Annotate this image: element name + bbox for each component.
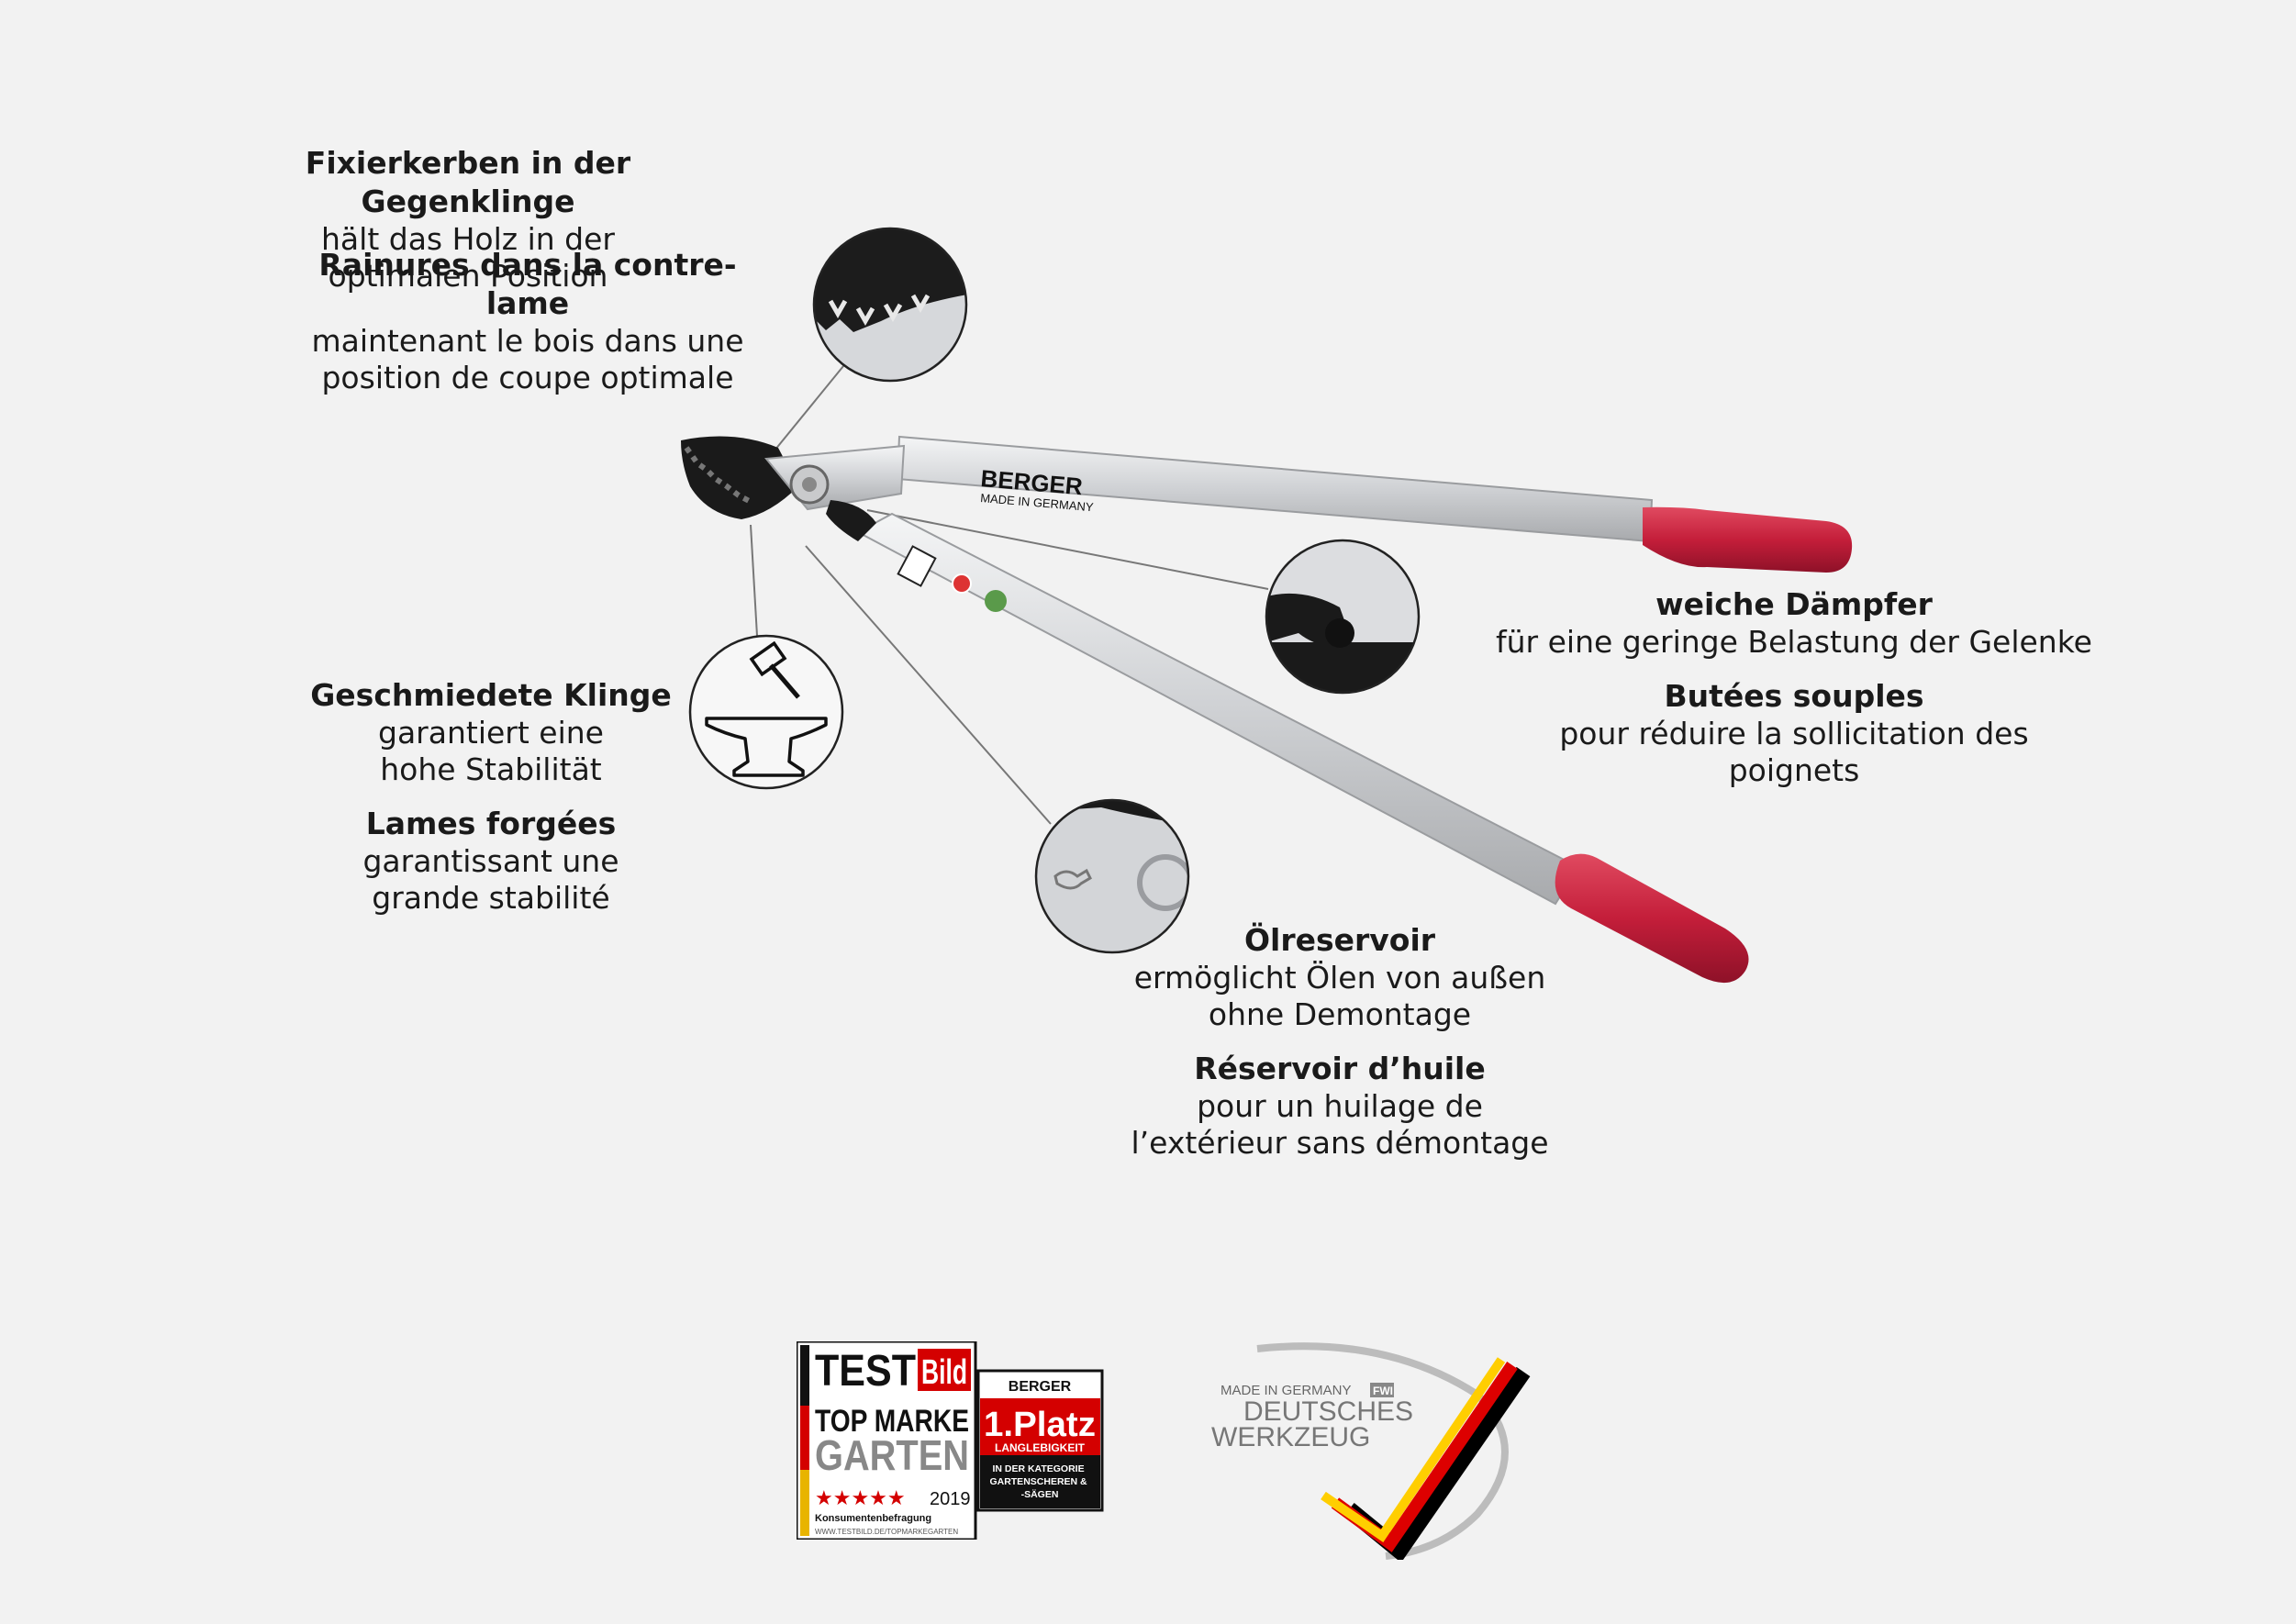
svg-text:BERGER: BERGER — [1009, 1379, 1072, 1395]
svg-text:WWW.TESTBILD.DE/TOPMARKEGARTEN: WWW.TESTBILD.DE/TOPMARKEGARTEN — [815, 1528, 958, 1536]
svg-text:1.Platz: 1.Platz — [984, 1406, 1096, 1444]
svg-text:LANGLEBIGKEIT: LANGLEBIGKEIT — [995, 1441, 1086, 1454]
svg-text:TEST: TEST — [815, 1347, 916, 1396]
testbild-note-line3: -SÄGEN — [1021, 1488, 1059, 1500]
feature-forged-desc-fr: garantissant une grande stabilité — [362, 843, 619, 916]
feature-notches-title-de: Fixierkerben in der Gegenklinge — [305, 145, 631, 219]
feature-dampers-desc-de: für eine geringe Belastung der Gelenke — [1496, 624, 2092, 660]
svg-text:IN DER KATEGORIE GARTENS: IN DER KATEGORIE GARTENSCHEREN & -SÄGEN — [989, 1463, 1089, 1500]
feature-notches-fr: Rainures dans la contre-lame maintenant … — [303, 246, 752, 396]
feature-oil-desc-de: ermöglicht Ölen von außen ohne Demontage — [1133, 960, 1546, 1032]
feature-dampers-title-de: weiche Dämpfer — [1655, 586, 1933, 622]
feature-oil-desc-fr: pour un huilage de l’extérieur sans démo… — [1131, 1088, 1549, 1161]
testbild-note-line2: GARTENSCHEREN & — [989, 1476, 1087, 1487]
testbild-note-line1: IN DER KATEGORIE — [992, 1463, 1084, 1474]
svg-text:GARTEN: GARTEN — [815, 1431, 969, 1479]
svg-text:DEUTSCHES: DEUTSCHES — [1243, 1396, 1413, 1427]
cutting-head — [681, 436, 906, 541]
feature-forged-desc-de: garantiert eine hohe Stabilität — [378, 715, 604, 787]
svg-text:MADE IN GERMANY: MADE IN GERMANY — [1220, 1383, 1352, 1398]
feature-dampers-desc-fr: pour réduire la sollicitation des poigne… — [1559, 716, 2029, 788]
svg-text:Konsumentenbefragung: Konsumentenbefragung — [815, 1513, 931, 1524]
feature-oil-title-fr: Réservoir d’huile — [1194, 1051, 1486, 1086]
svg-text:FWI: FWI — [1373, 1385, 1393, 1397]
svg-text:★★★★★: ★★★★★ — [815, 1487, 906, 1510]
anvil-icon — [688, 634, 844, 790]
feature-dampers: weiche Dämpfer für eine geringe Belastun… — [1491, 585, 2097, 789]
feature-oil: Ölreservoir ermöglicht Ölen von außen oh… — [1120, 921, 1560, 1162]
feature-notches-desc-de: hält das Holz in der optimalen Position — [321, 221, 615, 294]
feature-forged-title-fr: Lames forgées — [365, 806, 617, 841]
svg-text:2019: 2019 — [930, 1489, 971, 1509]
feature-notches-title-fr: Rainures dans la contre-lame — [318, 247, 737, 321]
svg-text:WERKZEUG: WERKZEUG — [1211, 1422, 1370, 1452]
feature-forged: Geschmiedete Klinge garantiert eine hohe… — [303, 676, 679, 917]
feature-oil-title-de: Ölreservoir — [1243, 922, 1436, 958]
feature-notches: Fixierkerben in der Gegenklinge hält das… — [248, 144, 688, 295]
testbild-badge: TEST Bild TOP MARKE GARTEN ★★★★★ 2019 Ko… — [797, 1341, 1104, 1540]
feature-forged-title-de: Geschmiedete Klinge — [310, 677, 672, 713]
lower-arm — [855, 512, 1749, 984]
feature-dampers-title-fr: Butées souples — [1664, 678, 1924, 714]
callout-notches — [814, 228, 966, 381]
deutsches-werkzeug-badge: MADE IN GERMANY FWI DEUTSCHES WERKZEUG — [1211, 1342, 1531, 1560]
svg-text:TOP MARKE: TOP MARKE — [815, 1404, 969, 1439]
feature-notches-desc-fr: maintenant le bois dans une position de … — [311, 323, 744, 395]
svg-text:Bild: Bild — [921, 1353, 967, 1392]
